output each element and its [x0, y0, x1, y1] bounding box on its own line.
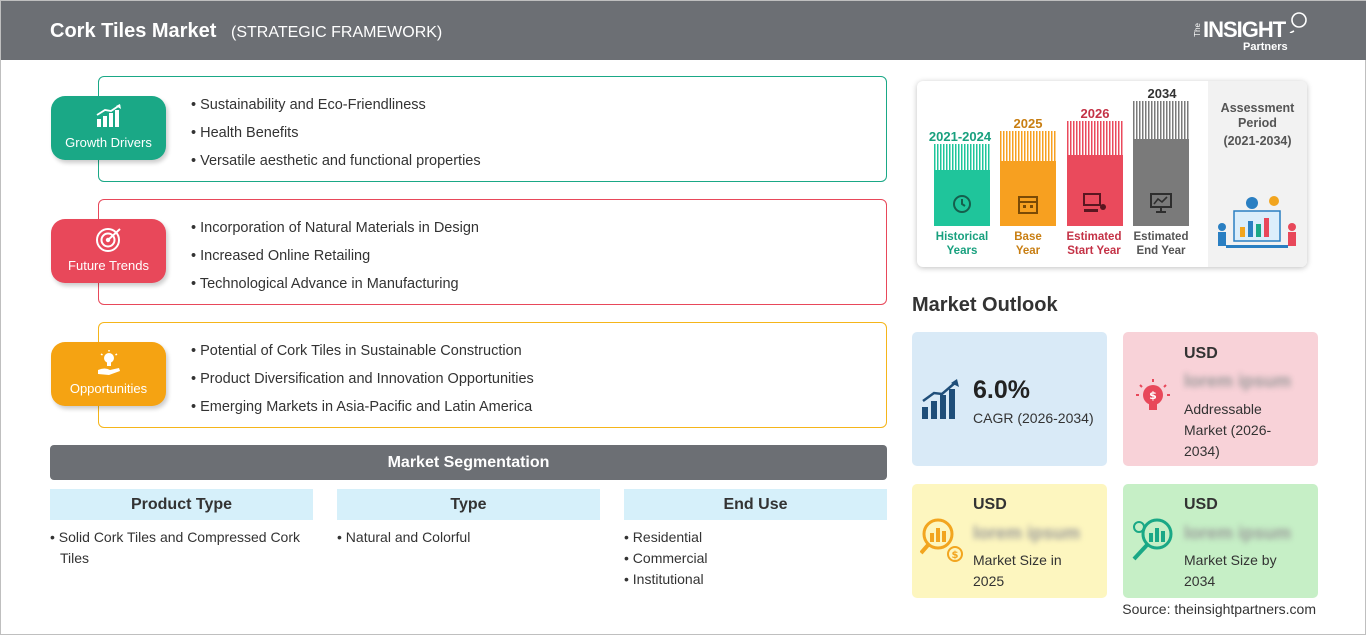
list-item: Solid Cork Tiles and Compressed Cork Til…: [50, 527, 313, 569]
segment-list-type: Natural and Colorful: [337, 527, 600, 548]
lightbulb-hand-icon: [98, 350, 120, 375]
presentation-icon: [1083, 193, 1106, 212]
opportunities-badge: Opportunities: [51, 342, 166, 406]
list-item: Health Benefits: [191, 125, 481, 153]
list-item: Product Diversification and Innovation O…: [191, 371, 534, 399]
segment-head-type: Type: [337, 489, 600, 520]
addressable-currency: USD: [1184, 345, 1218, 362]
list-item: Emerging Markets in Asia-Pacific and Lat…: [191, 399, 534, 427]
size-2034-value: lorem ipsum: [1184, 523, 1292, 543]
segment-head-product-type: Product Type: [50, 489, 313, 520]
list-item: Institutional: [624, 569, 887, 590]
growth-drivers-badge: Growth Drivers: [51, 96, 166, 160]
historical-years-bar: [934, 144, 990, 226]
segment-list-product-type: Solid Cork Tiles and Compressed Cork Til…: [50, 527, 313, 569]
page-title: Cork Tiles Market: [50, 20, 217, 42]
svg-text:$: $: [952, 550, 959, 561]
monitor-chart-icon: [1150, 193, 1172, 213]
estimated-end-year-bar: [1133, 101, 1189, 226]
assessment-period-title: Assessment Period: [1220, 101, 1295, 130]
size-2025-value: lorem ipsum: [973, 523, 1081, 543]
history-icon: [953, 195, 971, 213]
estimated-start-year-bar: [1067, 121, 1123, 226]
page-subtitle: (STRATEGIC FRAMEWORK): [231, 24, 443, 41]
future-trends-list: Incorporation of Natural Materials in De…: [191, 220, 479, 304]
analytics-people-icon: [1218, 196, 1296, 248]
cagr-value: 6.0%: [973, 376, 1030, 404]
header-bar: Cork Tiles Market (STRATEGIC FRAMEWORK) …: [1, 1, 1366, 60]
list-item: Incorporation of Natural Materials in De…: [191, 220, 479, 248]
bar-year-start: 2026: [1080, 106, 1110, 121]
growth-drivers-card: Sustainability and Eco-Friendliness Heal…: [98, 76, 887, 182]
magnifier-chart-icon: [1132, 518, 1173, 561]
calendar-icon: [1018, 196, 1038, 214]
segmentation-header: Market Segmentation: [50, 445, 887, 480]
addressable-value: lorem ipsum: [1184, 371, 1292, 391]
list-item: Technological Advance in Manufacturing: [191, 276, 479, 304]
size-2034-currency: USD: [1184, 496, 1218, 513]
assessment-period-info: Assessment Period (2021-2034): [1208, 81, 1307, 267]
list-item: Increased Online Retailing: [191, 248, 479, 276]
list-item: Residential: [624, 527, 887, 548]
opportunities-list: Potential of Cork Tiles in Sustainable C…: [191, 343, 534, 427]
segment-list-end-use: Residential Commercial Institutional: [624, 527, 887, 590]
growth-drivers-list: Sustainability and Eco-Friendliness Heal…: [191, 97, 481, 181]
growth-chart-icon: [96, 104, 121, 127]
magnifier-chart-icon: $: [920, 518, 963, 562]
segment-head-end-use: End Use: [624, 489, 887, 520]
logo-bulb-icon: [1289, 12, 1307, 33]
list-item: Natural and Colorful: [337, 527, 600, 548]
list-item: Commercial: [624, 548, 887, 569]
bar-year-end: 2034: [1147, 86, 1177, 101]
source-credit[interactable]: Source: theinsightpartners.com: [1122, 601, 1316, 617]
list-item: Sustainability and Eco-Friendliness: [191, 97, 481, 125]
bar-year-base: 2025: [1013, 116, 1043, 131]
base-year-bar: [1000, 131, 1056, 226]
growth-chart-icon: [922, 379, 959, 419]
lightbulb-dollar-icon: $: [1136, 379, 1170, 410]
target-icon: [96, 228, 121, 252]
market-outlook-title: Market Outlook: [912, 294, 1058, 316]
future-trends-badge: Future Trends: [51, 219, 166, 283]
list-item: Versatile aesthetic and functional prope…: [191, 153, 481, 181]
size-2025-currency: USD: [973, 496, 1007, 513]
opportunities-card: Potential of Cork Tiles in Sustainable C…: [98, 322, 887, 428]
svg-text:$: $: [1149, 389, 1157, 402]
list-item: Potential of Cork Tiles in Sustainable C…: [191, 343, 534, 371]
assessment-period-range: (2021-2034): [1223, 134, 1292, 148]
cagr-box: 6.0% CAGR (2026-2034): [912, 332, 1107, 466]
brand-logo[interactable]: The INSIGHT Partners: [1193, 11, 1313, 55]
bar-year-historical: 2021-2024: [928, 129, 992, 144]
cagr-label: CAGR (2026-2034): [973, 410, 1094, 426]
future-trends-card: Incorporation of Natural Materials in De…: [98, 199, 887, 305]
